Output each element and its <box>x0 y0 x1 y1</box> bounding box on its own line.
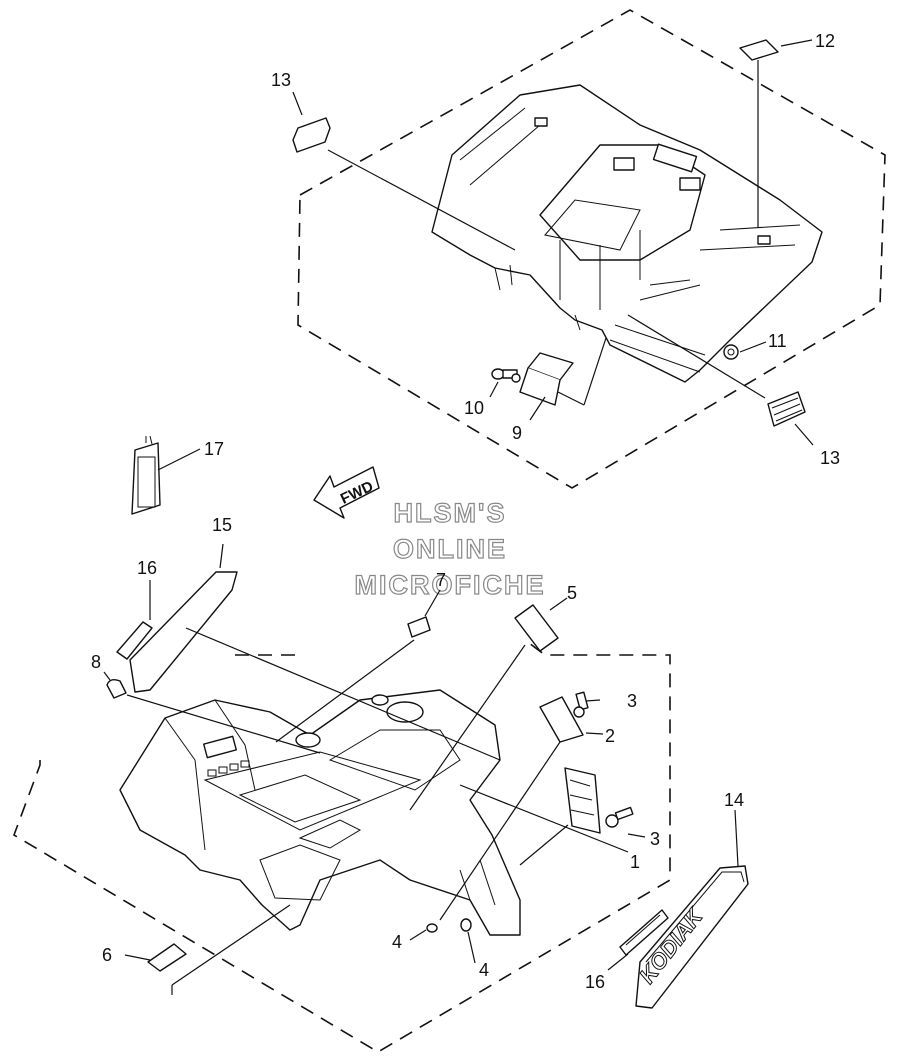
front-fender <box>119 689 521 936</box>
part-5-label <box>514 604 559 652</box>
callout-16-lower: 16 <box>585 972 605 992</box>
callout-11: 11 <box>768 331 787 351</box>
part-13-label-lower <box>767 391 806 427</box>
front-assembly-boundary <box>13 639 671 1053</box>
part-11-grommet <box>723 344 739 360</box>
rear-assembly-boundary <box>297 9 886 489</box>
callout-6: 6 <box>102 945 112 965</box>
part-10-screw <box>491 368 521 383</box>
rear-fender <box>431 84 823 383</box>
part-3-bolt-upper <box>573 691 589 718</box>
callout-10: 10 <box>464 398 484 418</box>
part-1-panel <box>564 767 601 834</box>
watermark-line-3: MICROFICHE <box>355 570 546 600</box>
callout-17: 17 <box>204 439 224 459</box>
part-4-washer-right <box>460 918 472 932</box>
rear-leader-lines <box>292 39 814 446</box>
callout-2: 2 <box>605 726 615 746</box>
forward-direction-arrow: FWD <box>313 466 380 519</box>
callout-numbers: 13 12 11 10 9 13 17 15 16 7 5 8 3 2 3 1 … <box>91 31 840 992</box>
watermark-line-2: ONLINE <box>393 534 507 564</box>
part-12-label <box>739 39 779 61</box>
part-14-decal: KODIAK <box>634 865 749 1009</box>
part-8-cap <box>106 678 127 699</box>
part-15-panel <box>129 571 238 693</box>
part-13-label-upper <box>292 117 331 153</box>
callout-3-lower: 3 <box>650 829 660 849</box>
callout-16-upper: 16 <box>137 558 157 578</box>
callout-1: 1 <box>630 852 640 872</box>
part-16-decal-lower <box>619 909 669 956</box>
callout-4-right: 4 <box>479 960 489 980</box>
callout-8: 8 <box>91 652 101 672</box>
callout-12: 12 <box>815 31 835 51</box>
callout-9: 9 <box>512 423 522 443</box>
front-leader-lines <box>103 543 739 995</box>
callout-13-lower: 13 <box>820 448 840 468</box>
callout-4-left: 4 <box>392 932 402 952</box>
callout-13-upper: 13 <box>271 70 291 90</box>
part-7-label <box>407 616 431 638</box>
part-6-label <box>147 943 187 972</box>
callout-7: 7 <box>436 570 446 590</box>
part-9-plate <box>519 352 574 406</box>
callout-15: 15 <box>212 515 232 535</box>
front-fender-switch-row <box>207 760 250 777</box>
watermark: HLSM'S ONLINE MICROFICHE <box>354 497 546 600</box>
callout-3-upper: 3 <box>627 691 637 711</box>
callout-14: 14 <box>724 790 744 810</box>
callout-5: 5 <box>567 583 577 603</box>
part-17-tag <box>131 435 201 515</box>
part-16-label-upper <box>116 621 153 660</box>
part-3-bolt-lower <box>605 806 634 828</box>
watermark-line-1: HLSM'S <box>394 498 507 528</box>
part-2-plate <box>539 696 584 743</box>
part-4-washer-left <box>426 923 438 933</box>
